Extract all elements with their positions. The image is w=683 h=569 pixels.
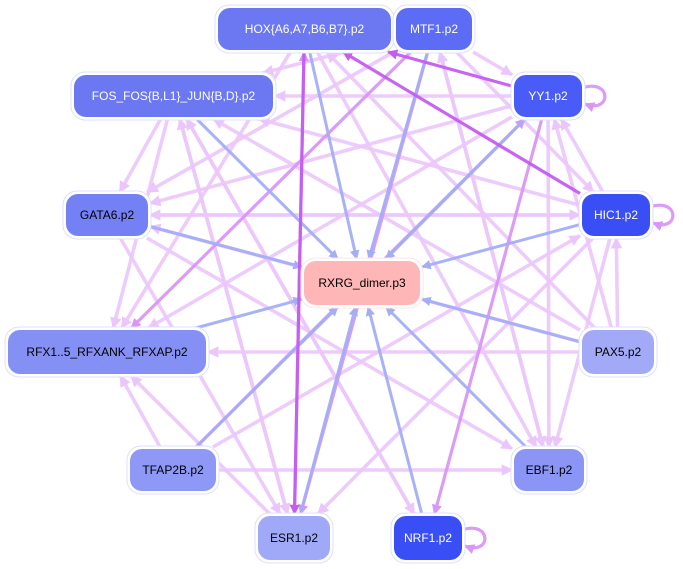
node-box (218, 8, 391, 50)
edge-hox-to-rxrg (308, 51, 360, 260)
edge-mtf1-to-yy1 (472, 50, 513, 77)
node-esr1[interactable]: ESR1.p2 (254, 512, 334, 564)
node-box (66, 194, 148, 236)
node-box (396, 8, 472, 50)
edge-esr1-to-rxrg (298, 306, 359, 515)
node-mtf1[interactable]: MTF1.p2 (392, 4, 476, 54)
node-label: GATA6.p2 (80, 208, 135, 222)
edge-pax5-to-hic1 (610, 236, 623, 329)
node-hic1[interactable]: HIC1.p2 (578, 190, 654, 240)
node-label: EBF1.p2 (526, 463, 573, 477)
edge-pax5-to-fos (212, 117, 581, 332)
edge-hic1-to-rxrg (421, 223, 581, 270)
node-label: HOX{A6,A7,B6,B7}.p2 (245, 22, 365, 36)
edge-hox-to-ebf1 (315, 51, 538, 449)
node-fos[interactable]: FOS_FOS{B,L1}_JUN{B,D}.p2 (70, 71, 277, 121)
node-yy1[interactable]: YY1.p2 (510, 71, 586, 121)
edge-yy1-to-hox (387, 49, 513, 88)
edge-esr1-to-rfx (129, 374, 272, 516)
node-box (8, 330, 206, 374)
node-label: RFX1..5_RFXANK_RFXAP.p2 (26, 345, 188, 359)
node-label: TFAP2B.p2 (142, 463, 204, 477)
node-label: ESR1.p2 (270, 531, 318, 545)
edge-tfap2b-to-rfx (118, 374, 162, 448)
edge-fos-to-rxrg (195, 117, 339, 261)
node-box (582, 330, 654, 374)
edge-pax5-to-hox (325, 50, 596, 330)
node-tfap2b[interactable]: TFAP2B.p2 (126, 445, 220, 495)
edge-tfap2b-to-hic1 (212, 234, 581, 449)
node-rxrg[interactable]: RXRG_dimer.p3 (300, 257, 424, 309)
edge-fos-to-gata6 (118, 118, 163, 194)
edge-hic1-to-fos (257, 116, 581, 208)
node-label: YY1.p2 (528, 89, 568, 103)
edge-yy1-to-rxrg (384, 117, 527, 261)
node-rfx[interactable]: RFX1..5_RFXANK_RFXAP.p2 (4, 326, 210, 378)
node-box (394, 516, 462, 560)
node-hox[interactable]: HOX{A6,A7,B6,B7}.p2 (214, 4, 395, 54)
node-label: HIC1.p2 (594, 208, 638, 222)
node-ebf1[interactable]: EBF1.p2 (510, 445, 588, 495)
edge-hic1-to-hox (342, 50, 581, 195)
node-label: MTF1.p2 (410, 22, 458, 36)
edge-nrf1-to-fos (185, 118, 416, 515)
node-label: PAX5.p2 (595, 345, 642, 359)
node-box (514, 449, 584, 491)
edge-hic1-to-yy1 (559, 118, 605, 193)
edge-rfx-to-rxrg (195, 296, 303, 330)
edge-pax5-to-rxrg (421, 296, 581, 344)
node-box (304, 261, 420, 305)
edge-gata6-to-ebf1 (146, 236, 513, 451)
edge-nrf1-to-nrf1 (461, 526, 487, 554)
node-label: RXRG_dimer.p3 (318, 276, 406, 290)
edge-ebf1-to-rxrg (384, 305, 528, 449)
edge-mtf1-to-rxrg (366, 51, 429, 260)
edge-hic1-to-hic1 (649, 203, 675, 231)
edge-nrf1-to-rxrg (365, 306, 424, 515)
edge-mtf1-to-rfx (130, 50, 412, 330)
node-box (130, 449, 216, 491)
edge-tfap2b-to-rxrg (195, 305, 339, 449)
edge-hox-to-esr1 (289, 51, 306, 516)
node-label: NRF1.p2 (404, 531, 452, 545)
node-box (514, 75, 582, 117)
edge-yy1-to-yy1 (581, 84, 607, 112)
edge-yy1-to-rfx (147, 115, 513, 330)
nodes-layer: HOX{A6,A7,B6,B7}.p2 MTF1.p2FOS_FOS{B,L1}_… (4, 4, 658, 564)
node-box (74, 75, 273, 117)
node-box (582, 194, 650, 236)
edge-gata6-to-rxrg (149, 225, 303, 270)
edge-yy1-to-gata6 (148, 103, 513, 207)
node-label: FOS_FOS{B,L1}_JUN{B,D}.p2 (92, 89, 256, 103)
node-box (258, 516, 330, 560)
node-nrf1[interactable]: NRF1.p2 (390, 512, 466, 564)
node-pax5[interactable]: PAX5.p2 (578, 326, 658, 378)
node-gata6[interactable]: GATA6.p2 (62, 190, 152, 240)
